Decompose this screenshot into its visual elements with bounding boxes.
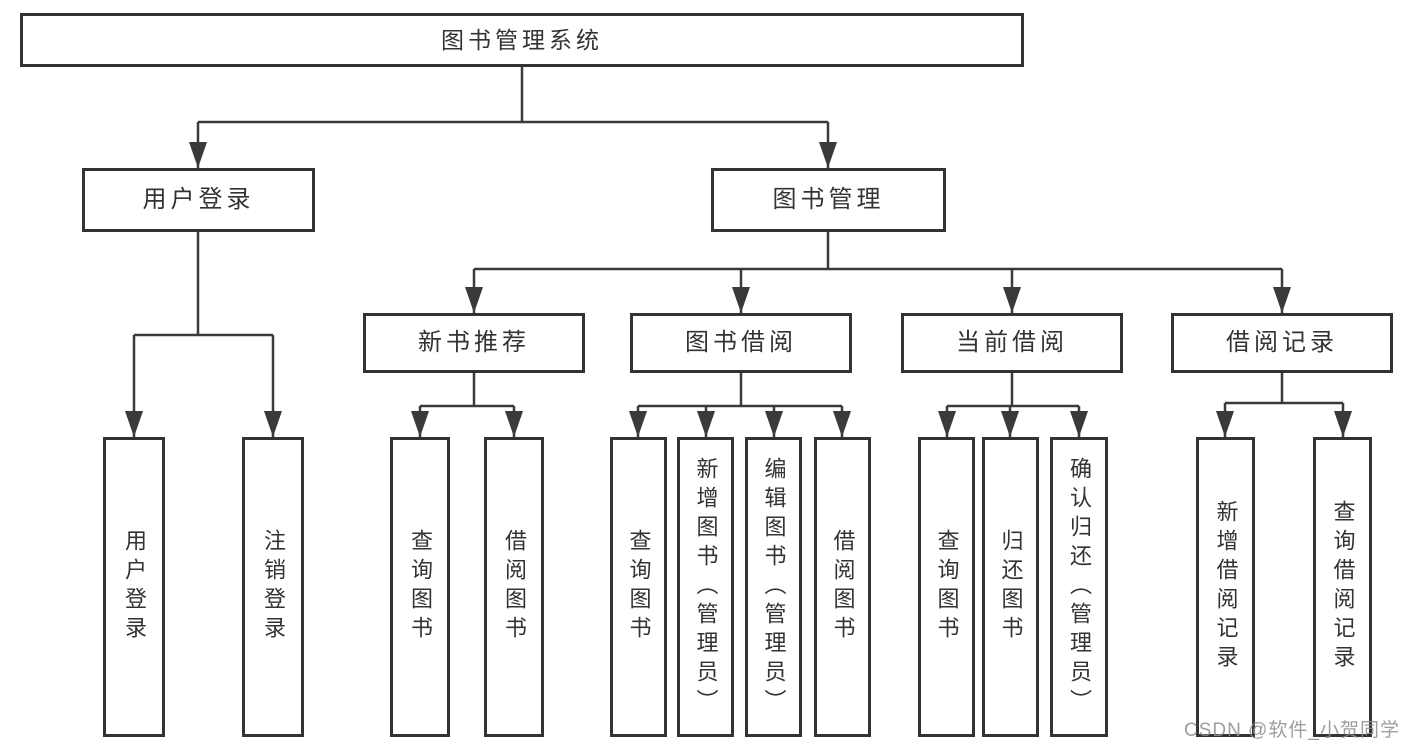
leaf-return-book: 归还图书 [982,437,1039,737]
leaf-add-book-admin: 新增图书（管理员） [677,437,734,737]
node-borrow-records: 借阅记录 [1171,313,1393,373]
leaf-borrow-book-recommend: 借阅图书 [484,437,544,737]
node-book-borrow: 图书借阅 [630,313,852,373]
leaf-edit-book-admin: 编辑图书（管理员） [745,437,802,737]
node-book-management: 图书管理 [711,168,946,232]
node-root-system: 图书管理系统 [20,13,1024,67]
node-user-login: 用户登录 [82,168,315,232]
leaf-query-borrow-record: 查询借阅记录 [1313,437,1372,737]
leaf-query-book-borrow: 查询图书 [610,437,667,737]
leaf-user-login: 用户登录 [103,437,165,737]
node-current-borrow: 当前借阅 [901,313,1123,373]
leaf-query-book-current: 查询图书 [918,437,975,737]
leaf-borrow-book: 借阅图书 [814,437,871,737]
leaf-confirm-return-admin: 确认归还（管理员） [1050,437,1108,737]
csdn-watermark: CSDN @软件_小贺同学 [1184,720,1400,741]
leaf-add-borrow-record: 新增借阅记录 [1196,437,1255,737]
node-new-book-recommend: 新书推荐 [363,313,585,373]
leaf-query-book-recommend: 查询图书 [390,437,450,737]
leaf-logout: 注销登录 [242,437,304,737]
